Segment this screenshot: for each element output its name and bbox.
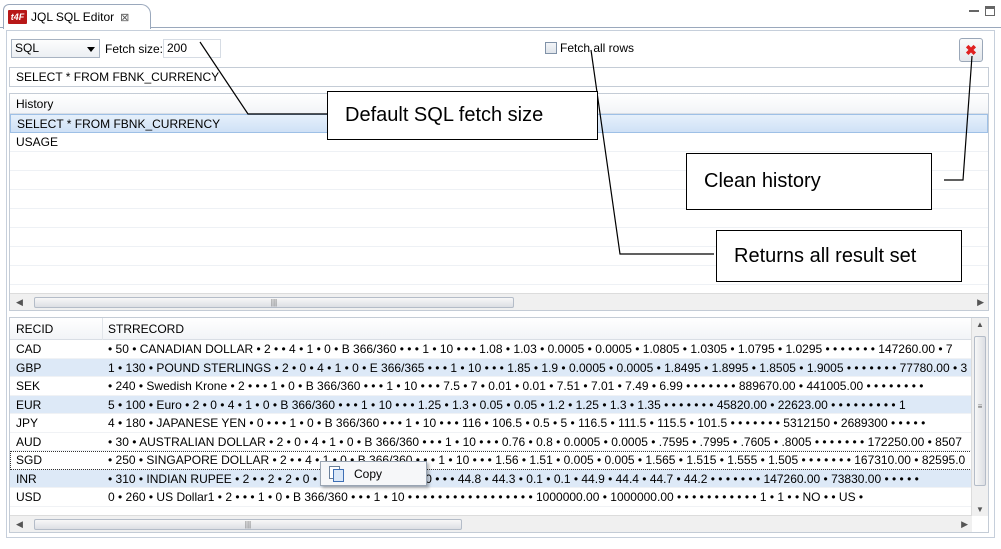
cell-recid: SGD [16,453,43,467]
red-x-icon: ✖ [965,41,977,58]
history-horizontal-scrollbar[interactable]: ◀ ||| ▶ [10,293,988,310]
tab-jql-sql-editor[interactable]: t4F JQL SQL Editor ⊠ [3,4,151,29]
history-empty-row [10,266,988,285]
dialect-select[interactable]: SQL [11,39,100,58]
context-menu-copy[interactable]: Copy [354,466,383,481]
history-empty-row [10,152,988,171]
cell-strrecord: • 30 • AUSTRALIAN DOLLAR • 2 • 0 • 4 • 1… [108,434,962,449]
history-empty-row [10,171,988,190]
tab-title: JQL SQL Editor [31,10,115,24]
close-tab-icon[interactable]: ⊠ [120,11,130,24]
table-row[interactable]: INR • 310 • INDIAN RUPEE • 2 • • 2 • 2 • … [10,469,988,488]
cell-strrecord: 5 • 100 • Euro • 2 • 0 • 4 • 1 • 0 • B 3… [108,397,906,412]
table-row[interactable]: EUR 5 • 100 • Euro • 2 • 0 • 4 • 1 • 0 • … [10,395,988,414]
table-row[interactable]: GBP 1 • 130 • POUND STERLINGS • 2 • 0 • 4… [10,358,988,377]
results-table: RECID STRRECORD CAD • 50 • CANADIAN DOLLA… [9,317,989,533]
fetch-all-checkbox[interactable] [545,42,557,54]
history-item[interactable]: USAGE [10,133,988,152]
cell-recid: INR [16,471,37,486]
fetch-all-rows-option[interactable]: Fetch all rows [545,41,634,55]
history-empty-row [10,209,988,228]
column-header-recid[interactable]: RECID [16,322,54,336]
cell-recid: AUD [16,434,42,449]
results-horizontal-scrollbar[interactable]: ◀ ||| ▶ [10,515,972,532]
cell-strrecord: • 310 • INDIAN RUPEE • 2 • • 2 • 2 • 0 •… [108,471,919,486]
scroll-up-icon[interactable]: ▲ [976,320,984,329]
scroll-left-icon[interactable]: ◀ [16,519,23,529]
results-header: RECID STRRECORD [10,318,988,340]
sql-query-input[interactable]: SELECT * FROM FBNK_CURRENCY [9,67,989,87]
leader-line-clean [944,55,973,181]
t4f-logo-icon: t4F [8,10,27,24]
chevron-down-icon [87,47,95,52]
results-vertical-scrollbar[interactable]: ▲ ≡ ▼ [971,318,988,516]
copy-icon [329,466,344,482]
cell-recid: SEK [16,379,41,393]
maximize-icon[interactable] [985,6,995,16]
scroll-down-icon[interactable]: ▼ [976,505,984,514]
fetch-all-label: Fetch all rows [560,41,635,55]
cell-strrecord: • 50 • CANADIAN DOLLAR • 2 • • 4 • 1 • 0… [108,342,953,356]
column-header-strrecord[interactable]: STRRECORD [108,322,185,336]
table-row[interactable]: USD 0 • 260 • US Dollar1 • 2 • • • 1 • 0 … [10,488,988,507]
window-controls [969,6,995,16]
cell-recid: CAD [16,342,42,356]
callout-fetch-size: Default SQL fetch size [327,91,598,140]
history-empty-row [10,247,988,266]
scroll-left-icon[interactable]: ◀ [16,297,23,307]
table-row[interactable]: JPY 4 • 180 • JAPANESE YEN • 0 • • • 1 • … [10,414,988,433]
cell-strrecord: 0 • 260 • US Dollar1 • 2 • • • 1 • 0 • B… [108,490,864,504]
callout-fetch-all: Returns all result set [716,230,962,282]
history-empty-row [10,190,988,209]
table-row[interactable]: SEK • 240 • Swedish Krone • 2 • • • 1 • 0… [10,377,988,396]
fetch-size-input[interactable]: 200 [163,39,221,58]
table-row[interactable]: CAD • 50 • CANADIAN DOLLAR • 2 • • 4 • 1 … [10,340,988,359]
table-row[interactable]: AUD • 30 • AUSTRALIAN DOLLAR • 2 • 0 • 4 … [10,433,988,451]
fetch-size-label: Fetch size: [105,42,164,56]
leader-line-fetch-all [590,49,714,255]
cell-recid: JPY [16,416,39,430]
toolbar: SQL Fetch size: 200 Fetch all rows ✖ [7,31,994,71]
sql-editor-panel: SQL Fetch size: 200 Fetch all rows ✖ SEL… [6,30,995,538]
callout-clean-history: Clean history [686,153,932,210]
column-divider[interactable] [102,318,103,340]
scroll-thumb[interactable]: ||| [34,519,462,530]
cell-recid: USD [16,490,42,504]
scroll-thumb[interactable]: ≡ [974,336,986,486]
scroll-right-icon[interactable]: ▶ [961,519,968,529]
leader-line-fetch [199,41,327,115]
scroll-right-icon[interactable]: ▶ [977,297,984,307]
cell-recid: EUR [16,397,42,412]
cell-strrecord: 1 • 130 • POUND STERLINGS • 2 • 0 • 4 • … [108,360,968,375]
cell-strrecord: 4 • 180 • JAPANESE YEN • 0 • • • 1 • 0 •… [108,416,926,430]
dialect-value: SQL [15,41,40,55]
scroll-thumb[interactable]: ||| [34,297,514,308]
context-menu: Copy [320,461,427,486]
editor-tab-strip: t4F JQL SQL Editor ⊠ [0,0,1001,29]
cell-recid: GBP [16,360,42,375]
history-empty-row [10,228,988,247]
cell-strrecord: • 240 • Swedish Krone • 2 • • • 1 • 0 • … [108,379,924,393]
minimize-icon[interactable] [969,6,979,12]
